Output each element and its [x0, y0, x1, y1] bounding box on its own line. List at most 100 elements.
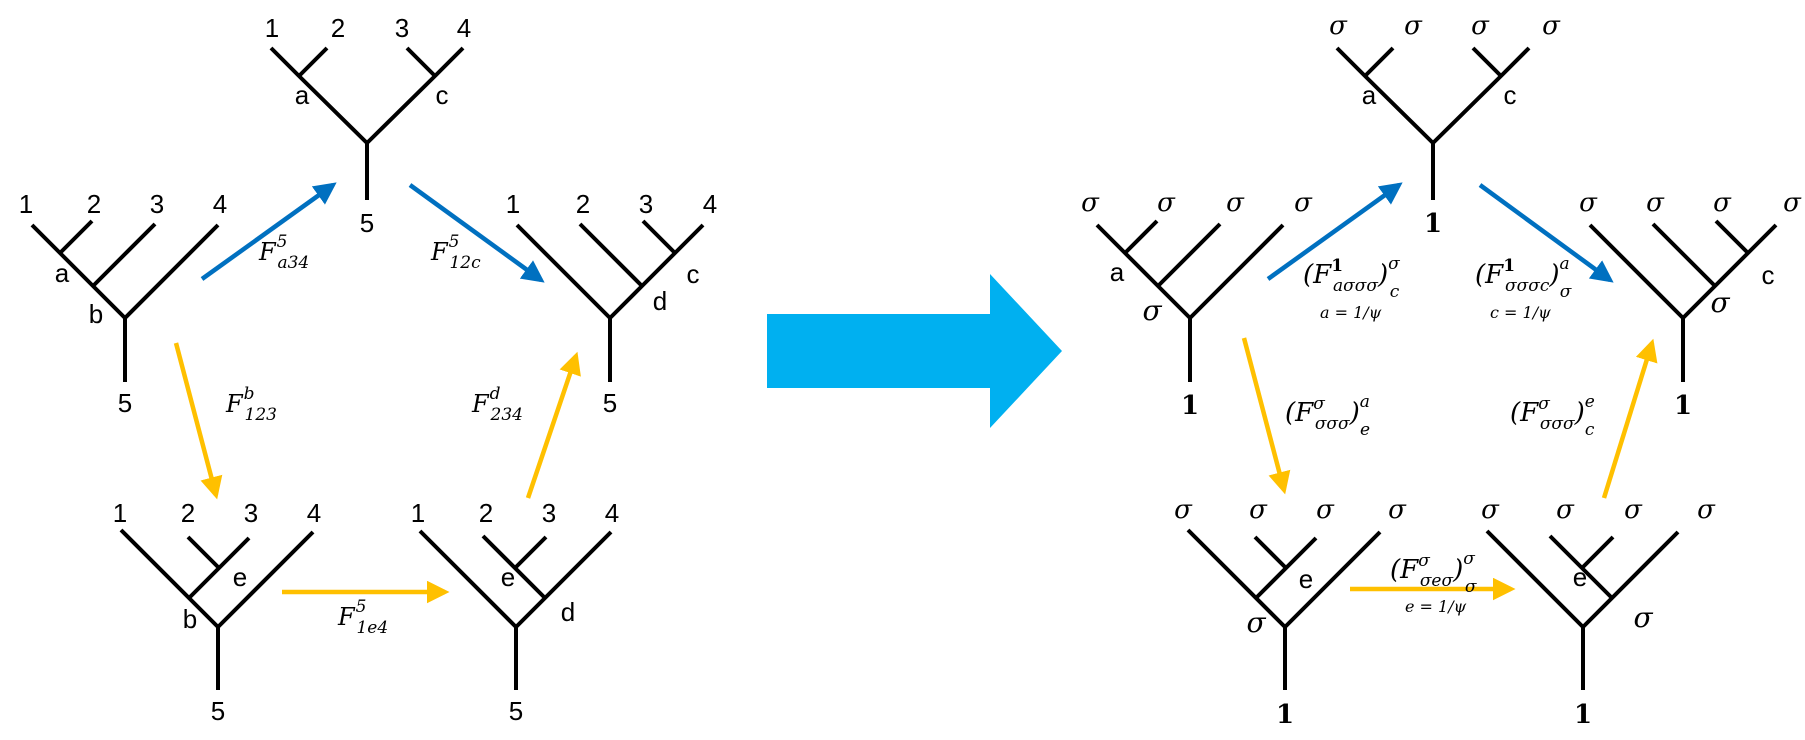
root-label: 1	[1276, 700, 1294, 730]
root-label: 1	[1424, 209, 1442, 239]
leaf-label: 3	[395, 13, 409, 43]
leaf-label: 1	[265, 13, 279, 43]
leaf-label: σ	[1556, 495, 1575, 525]
root-label: 1	[1181, 391, 1199, 421]
right-tree-lower-left: σ σ σ σ e σ 1	[1174, 495, 1407, 730]
inner-edge-label: σ	[1142, 294, 1162, 327]
leaf-label: σ	[1579, 188, 1598, 218]
leaf-label: σ	[1388, 495, 1407, 525]
left-tree-upper-left: 1 2 3 4 a b 5	[19, 189, 227, 418]
inner-edge-label: a	[1110, 257, 1125, 287]
root-label: 1	[1674, 391, 1692, 421]
move-arrow-yellow	[1241, 337, 1291, 495]
leaf-label: 1	[19, 189, 33, 219]
leaf-label: 2	[181, 498, 195, 528]
root-label: 1	[1574, 700, 1592, 730]
left-tree-lower-right: 1 2 3 4 e d 5	[411, 498, 619, 726]
root-label: 5	[360, 208, 374, 238]
inner-edge-label: σ	[1710, 286, 1730, 319]
leaf-label: σ	[1542, 11, 1561, 41]
inner-edge-label: a	[55, 258, 70, 288]
inner-edge-label: d	[653, 286, 667, 316]
move-arrow-blue	[1478, 183, 1614, 283]
inner-edge-label: d	[561, 597, 575, 627]
leaf-label: 2	[576, 189, 590, 219]
move-arrow-blue	[408, 183, 545, 283]
leaf-label: σ	[1783, 188, 1802, 218]
f-move-condition: e = 1/ψ	[1405, 597, 1467, 616]
root-label: 5	[118, 388, 132, 418]
leaf-label: σ	[1697, 495, 1716, 525]
root-label: 5	[211, 696, 225, 726]
inner-edge-label: e	[233, 562, 247, 592]
inner-edge-label: c	[436, 80, 449, 110]
leaf-label: σ	[1226, 188, 1245, 218]
move-arrow-blue	[200, 182, 337, 281]
leaf-label: 4	[703, 189, 717, 219]
leaf-label: 2	[87, 189, 101, 219]
leaf-label: σ	[1624, 495, 1643, 525]
leaf-label: 1	[506, 189, 520, 219]
leaf-label: σ	[1294, 188, 1313, 218]
move-arrow-yellow	[1601, 338, 1658, 499]
leaf-label: 1	[113, 498, 127, 528]
inner-edge-label: e	[1573, 562, 1587, 592]
inner-edge-label: c	[1504, 80, 1517, 110]
leaf-label: σ	[1316, 495, 1335, 525]
inner-edge-label: c	[1762, 260, 1775, 290]
inner-edge-label: b	[89, 299, 103, 329]
leaf-label: σ	[1713, 188, 1732, 218]
leaf-label: 3	[639, 189, 653, 219]
leaf-label: 2	[479, 498, 493, 528]
f-move-condition: a = 1/ψ	[1320, 303, 1382, 322]
inner-edge-label: e	[501, 562, 515, 592]
leaf-label: σ	[1249, 495, 1268, 525]
leaf-label: 4	[605, 498, 619, 528]
left-tree-lower-left: 1 2 3 4 e b 5	[113, 498, 321, 726]
root-label: 5	[509, 696, 523, 726]
right-tree-upper-right: σ σ σ σ c σ 1	[1579, 188, 1802, 421]
big-transform-arrow	[767, 274, 1062, 428]
root-label: 5	[603, 388, 617, 418]
leaf-label: 3	[150, 189, 164, 219]
inner-edge-label: a	[295, 80, 310, 110]
leaf-label: 1	[411, 498, 425, 528]
right-tree-lower-right: σ σ σ σ e σ 1	[1481, 495, 1716, 730]
inner-edge-label: a	[1362, 80, 1377, 110]
leaf-label: σ	[1157, 188, 1176, 218]
leaf-label: 4	[307, 498, 321, 528]
f-move-condition: c = 1/ψ	[1490, 303, 1551, 322]
right-pentagon: σ σ σ σ a c 1 σ σ σ σ a σ 1 σ σ σ σ c σ	[1081, 11, 1802, 730]
move-arrow-blue	[1266, 182, 1403, 281]
move-arrow-yellow	[525, 351, 581, 499]
leaf-label: 2	[331, 13, 345, 43]
leaf-label: σ	[1646, 188, 1665, 218]
inner-edge-label: e	[1299, 564, 1313, 594]
inner-edge-label: c	[687, 259, 700, 289]
right-tree-top: σ σ σ σ a c 1	[1329, 11, 1561, 239]
right-tree-upper-left: σ σ σ σ a σ 1	[1081, 188, 1313, 421]
leaf-label: σ	[1481, 495, 1500, 525]
leaf-label: 3	[542, 498, 556, 528]
inner-edge-label: b	[183, 604, 197, 634]
move-arrow-yellow	[173, 342, 223, 500]
leaf-label: 4	[213, 189, 227, 219]
inner-edge-label: σ	[1246, 606, 1266, 639]
leaf-label: 3	[244, 498, 258, 528]
leaf-label: 4	[457, 13, 471, 43]
leaf-label: σ	[1174, 495, 1193, 525]
leaf-label: σ	[1471, 11, 1490, 41]
leaf-label: σ	[1081, 188, 1100, 218]
left-pentagon: 1 2 3 4 a c 5 1 2 3 4 a b 5 1 2 3 4 c d	[19, 13, 717, 726]
